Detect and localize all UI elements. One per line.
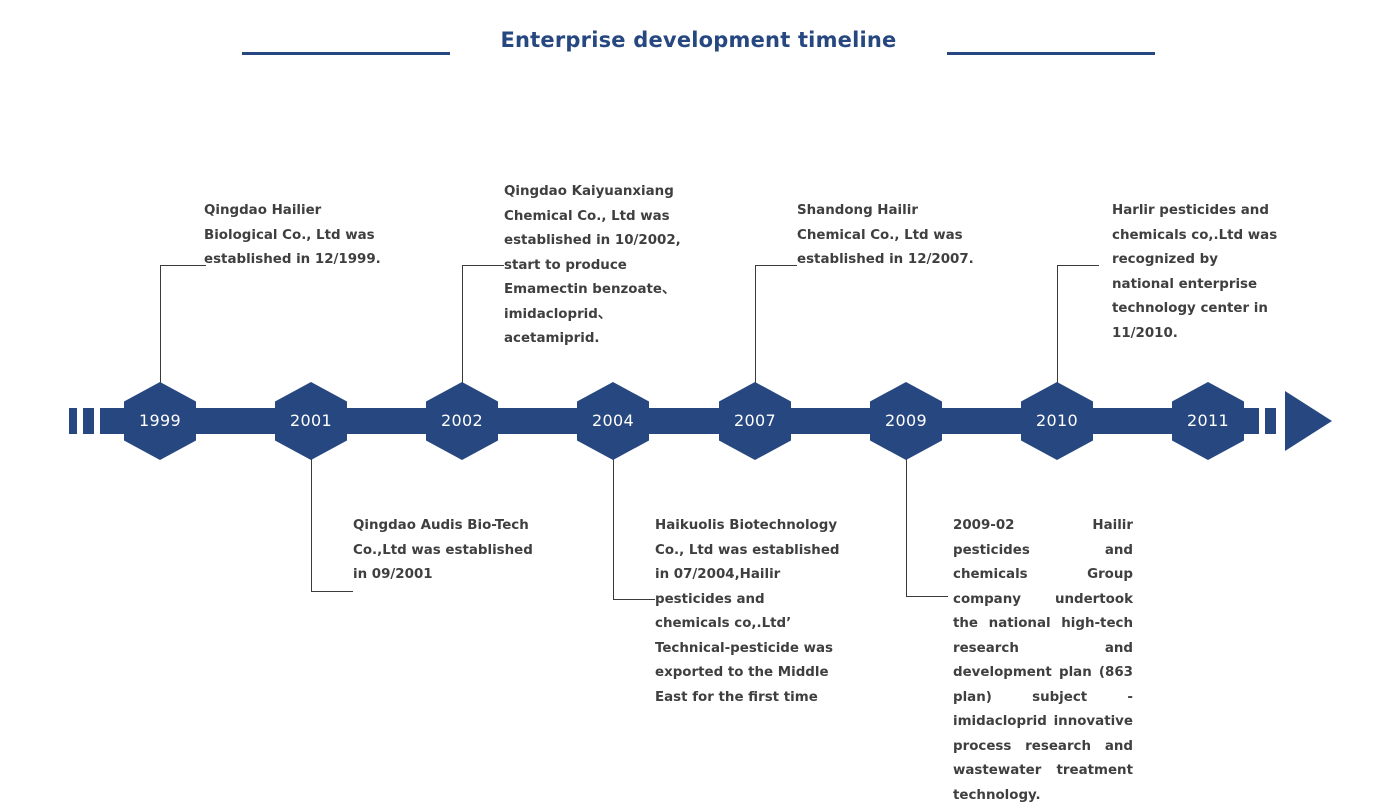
node-year-label: 1999 [139,411,181,430]
note-2007: Shandong Hailir Chemical Co., Ltd was es… [797,203,974,267]
timeline-node-2004[interactable]: 2004 [577,382,649,460]
connector-2002 [462,265,504,385]
note-2009: 2009-02 Hailir pesticides and chemicals … [953,518,1133,803]
timeline-dash-left-1 [69,408,77,434]
note-2010: Harlir pesticides and chemicals co,.Ltd … [1112,203,1278,341]
node-year-label: 2010 [1036,411,1078,430]
note-1999: Qingdao Hailier Biological Co., Ltd was … [204,203,381,267]
title-rule-left [242,51,451,55]
node-year-label: 2009 [885,411,927,430]
node-year-label: 2001 [290,411,332,430]
timeline-node-2001[interactable]: 2001 [275,382,347,460]
timeline-node-2009[interactable]: 2009 [870,382,942,460]
node-year-label: 2002 [441,411,483,430]
title-rule-right [946,51,1155,55]
node-year-label: 2011 [1187,411,1229,430]
timeline-node-2007[interactable]: 2007 [719,382,791,460]
connector-2004 [613,440,655,600]
note-2002: Qingdao Kaiyuanxiang Chemical Co., Ltd w… [504,184,681,346]
connector-2001 [311,440,353,592]
page-header: Enterprise development timeline [0,20,1397,60]
timeline-node-2010[interactable]: 2010 [1021,382,1093,460]
timeline-dash-right-2 [1265,408,1276,434]
page-title: Enterprise development timeline [500,28,897,52]
node-year-label: 2004 [592,411,634,430]
note-2004: Haikuolis Biotechnology Co., Ltd was est… [655,518,840,705]
timeline-arrow-icon [1285,391,1332,451]
timeline-dash-left-2 [83,408,94,434]
timeline-node-1999[interactable]: 1999 [124,382,196,460]
timeline-node-2002[interactable]: 2002 [426,382,498,460]
note-2001: Qingdao Audis Bio-Tech Co.,Ltd was estab… [353,518,533,582]
connector-2010 [1057,265,1099,385]
node-year-label: 2007 [734,411,776,430]
timeline-node-2011[interactable]: 2011 [1172,382,1244,460]
connector-1999 [160,265,206,385]
connector-2007 [755,265,797,385]
timeline-dash-right-1 [1243,408,1259,434]
connector-2009 [906,440,948,597]
